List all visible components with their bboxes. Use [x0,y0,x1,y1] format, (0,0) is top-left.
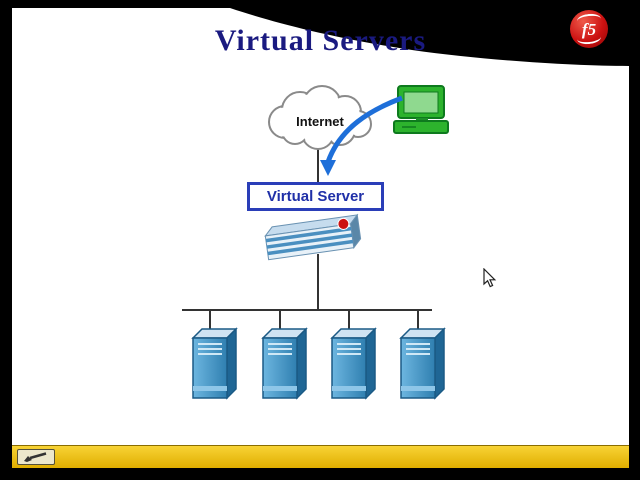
client-computer-icon [393,85,449,134]
server-icon [191,327,238,400]
load-balancer-icon [264,213,362,261]
server-icon [330,327,377,400]
slide-canvas: f5 Virtual Servers [12,8,629,468]
server-icon [261,327,308,400]
internet-label: Internet [296,114,344,129]
bottom-toolbar [12,445,629,468]
f5-ball-icon [337,217,350,230]
virtual-server-label: Virtual Server [266,188,365,205]
server-icon [399,327,446,400]
f5-logo: f5 [570,10,608,48]
network-diagram [182,85,449,400]
slide-title: Virtual Servers [214,24,427,57]
traffic-arrow-icon [320,95,403,176]
annotation-pen-button[interactable] [17,449,55,465]
top-swoosh-decoration [230,8,629,66]
mouse-cursor-icon [483,268,497,288]
virtual-server-box: Virtual Server [247,182,384,211]
pen-icon [24,452,47,462]
